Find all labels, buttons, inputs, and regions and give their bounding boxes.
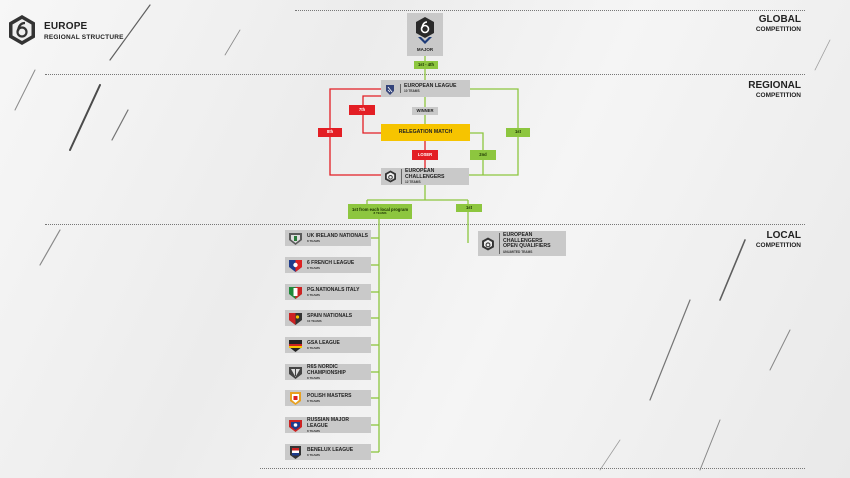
tier-regional-title: REGIONAL: [748, 80, 801, 91]
tier-global-sub: COMPETITION: [755, 26, 801, 33]
uk-ireland-logo-icon: [288, 231, 303, 246]
major-box: MAJOR: [407, 13, 443, 56]
tag-8th: 8th: [318, 128, 342, 137]
local-league-name: BENELUX LEAGUE: [307, 447, 354, 453]
tier-local-title: LOCAL: [766, 230, 801, 241]
european-challengers-name: EUROPEAN CHALLENGERS: [405, 167, 445, 180]
local-league-name: R6S NORDIC CHAMPIONSHIP: [307, 364, 346, 376]
local-league-teams: 8 TEAMS: [307, 346, 321, 350]
open-qualifiers-box: EUROPEAN CHALLENGERS OPEN QUALIFIERS UNL…: [478, 231, 566, 256]
tag-loser: LOSER: [412, 150, 438, 160]
six-siege-hex-icon: [8, 14, 36, 46]
tag-winner: WINNER: [412, 107, 438, 115]
local-league-name: SPAIN NATIONALS: [307, 313, 353, 319]
spain-logo-icon: [288, 311, 303, 326]
relegation-match-box: RELEGATION MATCH: [381, 124, 470, 141]
tier-global-title: GLOBAL: [758, 14, 801, 25]
six-hex-icon: [481, 237, 495, 251]
italy-logo-icon: [288, 285, 303, 300]
tag-from-local-label: 1st from each local program: [351, 206, 409, 212]
european-challengers-box: EUROPEAN CHALLENGERS 12 TEAMS: [381, 168, 469, 185]
divider-global-top: [295, 10, 805, 11]
local-league-name: PG.NATIONALS ITALY: [307, 287, 360, 293]
tag-from-local: 1st from each local program 8 TEAMS: [348, 204, 412, 219]
european-league-name: EUROPEAN LEAGUE: [404, 82, 457, 89]
local-league-teams: 8 TEAMS: [307, 399, 321, 403]
local-league-teams: 8 TEAMS: [307, 293, 321, 297]
local-league-teams: 8 TEAMS: [307, 376, 321, 380]
local-league-name: RUSSIAN MAJOR LEAGUE: [307, 417, 349, 429]
nordic-logo-icon: [288, 365, 303, 380]
european-challengers-teams: 12 TEAMS: [405, 180, 421, 185]
local-league-name: GSA LEAGUE: [307, 340, 340, 346]
local-league-teams: 8 TEAMS: [307, 429, 321, 433]
tier-local-sub: COMPETITION: [755, 242, 801, 249]
tag-to-major: 1st - 4th: [414, 61, 438, 69]
european-league-box: EUROPEAN LEAGUE 10 TEAMS: [381, 80, 470, 97]
six-hex-icon: [384, 170, 397, 183]
divider-bottom: [260, 468, 805, 469]
open-qualifiers-teams: UNLIMITED TEAMS: [503, 250, 533, 255]
tier-regional-sub: COMPETITION: [755, 92, 801, 99]
open-qualifiers-name2: OPEN QUALIFIERS: [503, 243, 551, 250]
local-league-name: UK IRELAND NATIONALS: [307, 233, 369, 239]
open-qualifiers-name1: EUROPEAN CHALLENGERS: [503, 231, 543, 244]
tag-2nd: 2nd: [470, 150, 496, 160]
six-major-trophy-icon: [416, 17, 434, 45]
local-league-teams: 8 TEAMS: [307, 266, 321, 270]
benelux-logo-icon: [288, 445, 303, 460]
russian-logo-icon: [288, 418, 303, 433]
local-league-name: 6 FRENCH LEAGUE: [307, 260, 355, 266]
polish-logo-icon: [288, 391, 303, 406]
local-league-name: POLISH MASTERS: [307, 393, 352, 399]
french-league-logo-icon: [288, 258, 303, 273]
tag-1st-right: 1st: [506, 128, 530, 137]
european-league-icon: [384, 83, 396, 95]
divider-local: [45, 224, 805, 225]
major-label: MAJOR: [416, 47, 434, 52]
tag-7th: 7th: [349, 105, 375, 115]
local-league-teams: 8 TEAMS: [307, 453, 321, 457]
local-league-teams: 8 TEAMS: [307, 239, 321, 243]
local-league-teams: 10 TEAMS: [307, 319, 322, 323]
gsa-logo-icon: [288, 338, 303, 353]
page-subtitle: REGIONAL STRUCTURE: [44, 34, 124, 41]
european-league-teams: 10 TEAMS: [404, 89, 420, 94]
tag-from-local-sub: 8 TEAMS: [373, 211, 387, 216]
tag-to-open: 1st: [456, 204, 482, 212]
page-title: EUROPE: [44, 21, 88, 32]
